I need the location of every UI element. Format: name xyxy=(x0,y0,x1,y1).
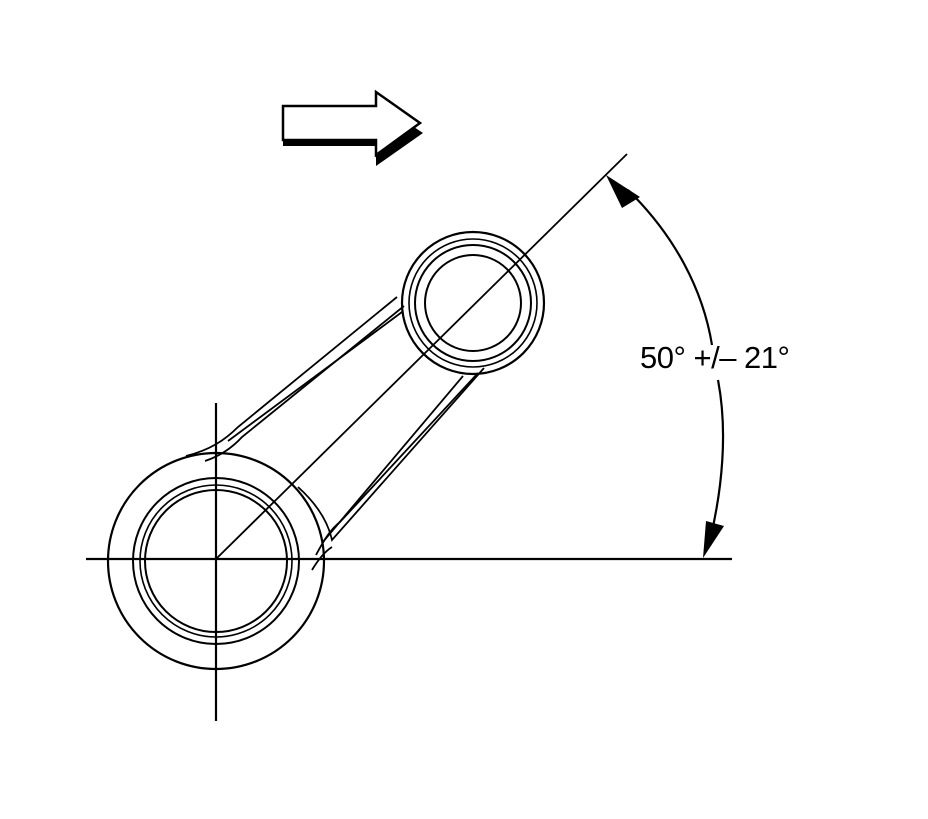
rod-beam xyxy=(185,296,485,571)
arrowhead-top-icon xyxy=(606,175,640,208)
big-end xyxy=(106,451,326,671)
rod-centerline xyxy=(215,153,628,560)
angle-dimension xyxy=(606,175,725,558)
small-end xyxy=(400,230,546,376)
direction-arrow-icon xyxy=(281,89,423,166)
arrowhead-bottom-icon xyxy=(703,521,724,558)
angle-tolerance-label: 50° +/– 21° xyxy=(640,340,790,375)
